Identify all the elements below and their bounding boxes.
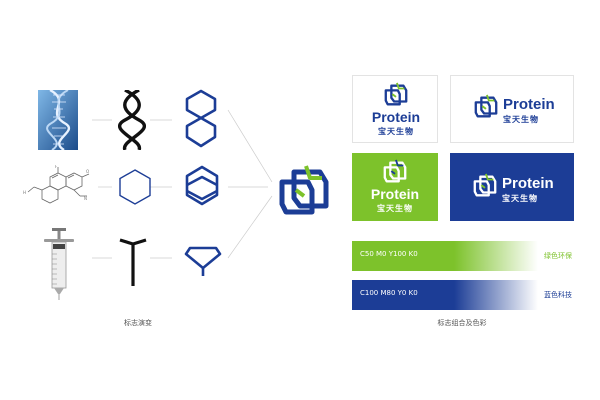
swatch-green: C50 M0 Y100 K0 [352, 241, 538, 271]
brand-name-en: Protein [503, 96, 555, 113]
brand-name-en: Protein [502, 175, 554, 192]
final-cube-logo-icon [279, 165, 329, 215]
svg-text:F: F [55, 165, 58, 169]
dna-photo [38, 90, 78, 150]
combination-caption: 标志组合及色彩 [437, 319, 487, 327]
logo-card-white-horizontal: Protein 宝天生物 [450, 75, 574, 143]
swatch-green-label: 绿色环保 [544, 252, 572, 260]
brand-name-cn: 宝天生物 [503, 115, 539, 124]
brand-name-en: Protein [370, 186, 420, 202]
t-shape-icon [119, 238, 147, 286]
logo-card-white-vertical: Protein 宝天生物 [352, 75, 438, 143]
cube-logo-icon [473, 173, 497, 197]
svg-text:N: N [84, 196, 87, 201]
hexagon-folded-icon [185, 165, 219, 206]
swatch-blue-label: 蓝色科技 [544, 291, 572, 299]
swatch-blue-code: C100 M80 Y0 K0 [360, 289, 418, 297]
brand-name-en: Protein [371, 109, 421, 125]
funnel-pin-icon [184, 246, 222, 276]
svg-text:H: H [23, 190, 26, 195]
hexagon-outline-icon [119, 169, 151, 205]
brand-name-cn: 宝天生物 [378, 127, 414, 136]
brand-name-cn: 宝天生物 [502, 194, 538, 203]
cube-logo-icon [383, 159, 407, 183]
stacked-hexagons-icon [185, 89, 217, 148]
double-helix-icon [118, 90, 146, 150]
svg-text:O: O [86, 169, 89, 174]
swatch-blue: C100 M80 Y0 K0 [352, 280, 538, 310]
logo-card-blue-horizontal: Protein 宝天生物 [450, 153, 574, 221]
evolution-caption: 标志演变 [124, 319, 152, 327]
cube-logo-icon [384, 82, 408, 106]
swatch-green-code: C50 M0 Y100 K0 [360, 250, 418, 258]
molecule-structure: F O H N [23, 165, 90, 204]
cube-logo-icon [474, 94, 498, 118]
logo-card-green-vertical: Protein 宝天生物 [352, 153, 438, 221]
syringe-photo [44, 228, 74, 300]
brand-name-cn: 宝天生物 [377, 204, 413, 213]
